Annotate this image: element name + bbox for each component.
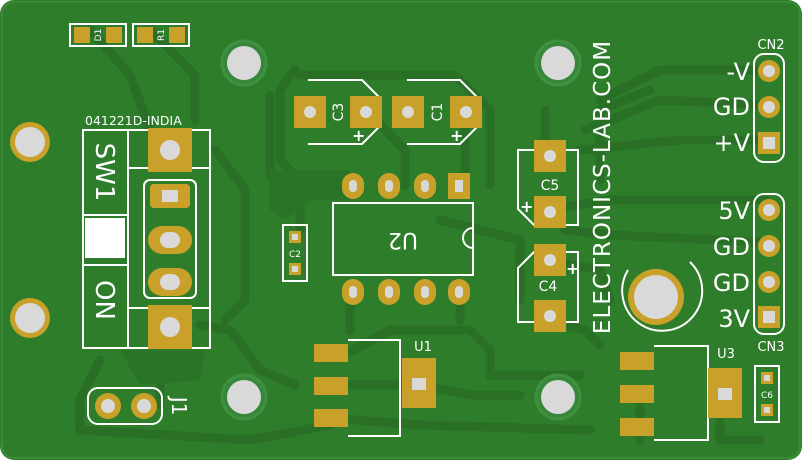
cn3-label: CN3 [757,340,784,355]
c4-polarity: + [566,259,579,278]
board-id-label: 041221D-INDIA [85,113,182,128]
cn3-pin-3: GD [713,269,750,297]
cn3-pin-2: GD [713,233,750,261]
cn2-connector: CN2 -V GD +V [713,38,785,163]
copper-traces [75,25,770,445]
d1-label: D1 [94,29,104,42]
c1-label: C1 [430,103,446,122]
c4-label: C4 [539,279,558,295]
cn2-pin-3: +V [713,129,750,157]
cn3-connector: 5V GD GD 3V CN3 [713,193,785,355]
u2-ic: U2 [332,173,474,305]
sw1-switch: SW1 ON [82,128,211,349]
c1-capacitor: C1 + [392,79,482,145]
cn3-pin-4: 3V [718,305,750,333]
c1-polarity: + [450,126,463,145]
j1-label: J1 [167,395,191,416]
watermark-text: ELECTRONICS-LAB.COM [590,40,616,334]
c4-capacitor: C4 + [517,244,579,332]
u1-label: U1 [414,340,432,355]
u3-label: U3 [717,347,735,362]
r1-component: R1 [132,23,190,47]
cn2-pin-1: -V [726,58,750,86]
c3-capacitor: C3 + [294,79,382,145]
c3-label: C3 [331,103,347,122]
sw1-label: SW1 [89,143,119,202]
ground-plane [120,350,205,385]
u2-label: U2 [388,227,418,252]
d1-component: D1 [69,23,127,47]
copper-pour [270,170,350,220]
c5-label: C5 [541,178,560,194]
cn3-pin-1: 5V [718,197,750,225]
c2-label: C2 [289,250,301,260]
cn2-pin-2: GD [713,93,750,121]
j1-connector: J1 [87,387,191,425]
u1-regulator: U1 [314,339,436,437]
c5-polarity: + [520,197,533,216]
c3-polarity: + [352,126,365,145]
r1-label: R1 [157,29,167,41]
mounting-holes [10,39,704,421]
u3-regulator: U3 [620,345,742,441]
cn2-label: CN2 [757,38,784,53]
c6-label: C6 [761,391,773,401]
c2-capacitor: C2 [282,224,308,282]
c6-capacitor: C6 [754,365,780,423]
c5-capacitor: C5 + [517,140,579,228]
on-label: ON [89,280,119,320]
